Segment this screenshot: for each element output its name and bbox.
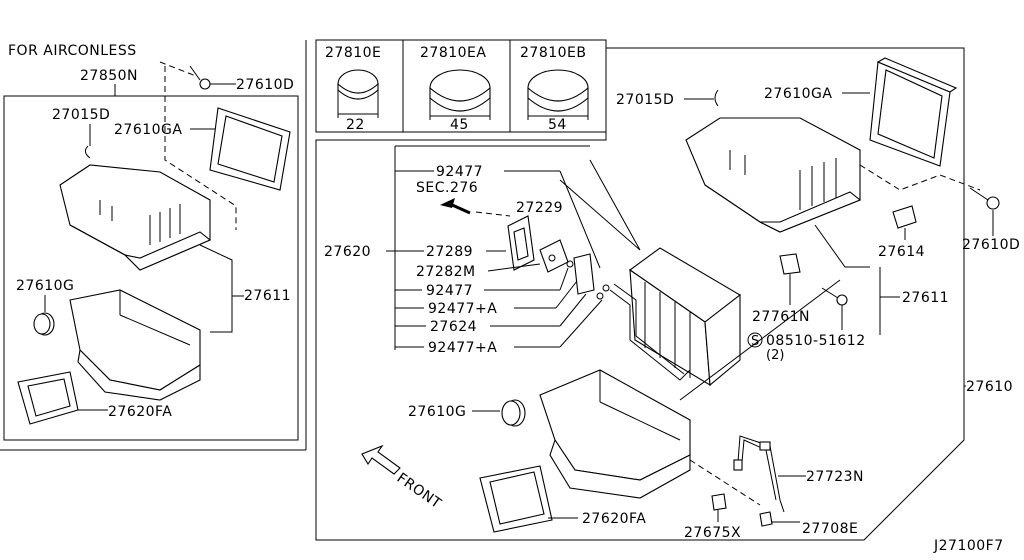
plug-54: 27810EB 54 — [520, 45, 589, 133]
label-27229: 27229 — [516, 200, 563, 216]
plug-45: 27810EA 45 — [420, 45, 491, 133]
screw-icon — [189, 65, 211, 90]
plug-22: 27810E 22 — [325, 45, 381, 133]
label-27282M: 27282M — [416, 264, 476, 280]
label-27610G-left: 27610G — [16, 278, 74, 294]
label-27708E: 27708E — [802, 521, 858, 537]
aircon-less-frame — [3, 95, 299, 441]
label-27015D-right: 27015D — [616, 92, 674, 108]
clip-icon — [84, 145, 91, 159]
label-27620FA-right: 27620FA — [582, 511, 646, 527]
label-92477-top: 92477 — [436, 164, 483, 180]
upper-case-right — [685, 117, 862, 233]
label-qty-2: (2) — [766, 348, 784, 363]
label-27620: 27620 — [324, 244, 371, 260]
front-arrow-icon — [361, 444, 401, 475]
plug-part-27810EA: 27810EA — [420, 45, 486, 61]
plug-part-27810E: 27810E — [325, 45, 381, 61]
actuator-27761N — [779, 253, 801, 275]
clip-27708E — [759, 511, 773, 527]
arrow-sec-276-icon — [440, 198, 471, 215]
label-27850N: 27850N — [80, 68, 138, 84]
label-27675X: 27675X — [684, 525, 741, 541]
lower-case-right — [539, 369, 691, 499]
label-27610GA-left: 27610GA — [114, 122, 182, 138]
ref-code: J27100F7 — [933, 538, 1004, 554]
bracket-27614 — [892, 205, 917, 229]
pad-right — [501, 399, 526, 427]
filter-frame-left — [209, 107, 291, 191]
pad-left — [33, 312, 55, 336]
front-label: FRONT — [394, 470, 444, 512]
label-27624: 27624 — [430, 319, 477, 335]
filter-frame-right — [869, 57, 958, 167]
main-labels: 27015D 27610GA 27610D — [324, 57, 1020, 541]
clip-27675X — [711, 493, 727, 511]
plug-size-54: 54 — [548, 117, 567, 133]
label-27610G-right: 27610G — [408, 404, 466, 420]
aircon-less-header: FOR AIRCONLESS — [8, 43, 137, 59]
label-27610GA-right: 27610GA — [764, 86, 832, 102]
label-27610D-left: 27610D — [236, 77, 294, 93]
standard-part-S: S — [751, 334, 759, 349]
label-27620FA-left: 27620FA — [108, 404, 172, 420]
label-27723N: 27723N — [806, 469, 864, 485]
seal-frame-left — [17, 371, 79, 425]
sensor-harness-27723N — [733, 435, 785, 513]
expansion-valve-27624 — [573, 253, 595, 295]
aircon-less-panel: FOR AIRCONLESS 27850N 27610D 27015D 2761… — [0, 40, 307, 451]
label-92477A-2: 92477+A — [428, 340, 497, 356]
seal-frame-right — [479, 465, 553, 533]
label-27015D-left: 27015D — [52, 107, 110, 123]
label-sec-276: SEC.276 — [416, 180, 478, 196]
plug-size-22: 22 — [346, 117, 365, 133]
label-27611-right: 27611 — [902, 290, 949, 306]
label-27610: 27610 — [966, 379, 1013, 395]
label-27289: 27289 — [426, 244, 473, 260]
label-08510-51612: 08510-51612 — [766, 333, 866, 349]
evaporator — [609, 247, 741, 387]
label-92477A-1: 92477+A — [428, 301, 497, 317]
main-frame — [315, 47, 965, 541]
label-27611-left: 27611 — [244, 288, 291, 304]
plug-table: 27810E 22 27810EA 45 27810EB 54 — [315, 39, 607, 133]
standard-part-icon — [747, 332, 763, 348]
plug-part-27810EB: 27810EB — [520, 45, 587, 61]
clip-icon-right — [714, 89, 719, 107]
block-27282M — [539, 239, 569, 273]
plug-size-45: 45 — [450, 117, 469, 133]
label-27761N: 27761N — [752, 309, 810, 325]
lower-case-left — [69, 289, 201, 401]
seal-27289 — [507, 215, 535, 271]
upper-case-left — [59, 164, 212, 271]
label-27614: 27614 — [878, 244, 925, 260]
label-27610D-right: 27610D — [962, 237, 1020, 253]
label-92477-mid: 92477 — [426, 283, 473, 299]
screw-right-icon — [969, 187, 1000, 210]
